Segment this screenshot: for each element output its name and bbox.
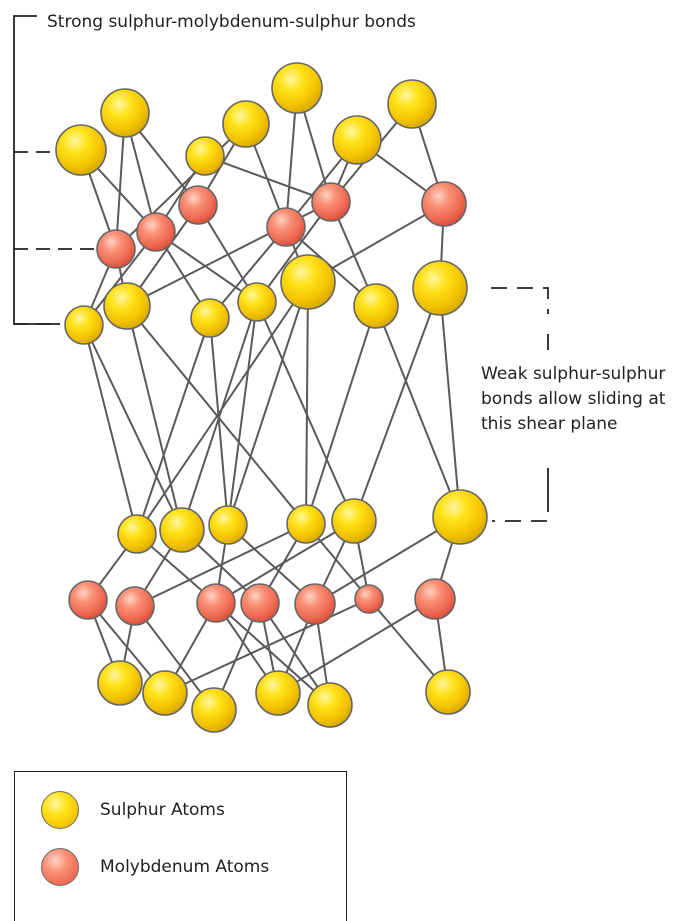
bond-line: [204, 155, 332, 203]
sulphur-swatch-icon: [41, 791, 79, 829]
bond-line: [134, 523, 307, 607]
molybdenum-atom: [421, 181, 467, 227]
molybdenum-atom: [196, 583, 236, 623]
sulphur-atom: [286, 504, 326, 544]
sulphur-atom: [103, 282, 151, 330]
sulphur-atom: [117, 514, 157, 554]
molybdenum-swatch-icon: [41, 848, 79, 886]
legend-label-sulphur: Sulphur Atoms: [100, 800, 225, 820]
bond-line: [227, 301, 258, 526]
sulphur-atom: [100, 88, 150, 138]
sulphur-atom: [191, 687, 237, 733]
bond-line: [353, 287, 441, 522]
atoms: [55, 62, 488, 733]
weak-bonds-line-2: bonds allow sliding at: [481, 389, 666, 409]
bond-line: [83, 324, 183, 531]
sulphur-atom: [222, 100, 270, 148]
weak-bonds-line-1: Weak sulphur-sulphur: [481, 364, 666, 384]
sulphur-atom: [97, 660, 143, 706]
strong-bonds-bracket: [13, 15, 96, 325]
bond-line: [181, 301, 258, 531]
bond-line: [227, 281, 309, 526]
bond-line: [126, 305, 307, 525]
molybdenum-atom: [115, 586, 155, 626]
bond-line: [305, 305, 377, 525]
molybdenum-atom: [414, 578, 456, 620]
molybdenum-atom: [266, 207, 306, 247]
legend-item-molybdenum: Molybdenum Atoms: [41, 848, 269, 886]
molybdenum-atom: [136, 212, 176, 252]
molybdenum-atom: [354, 584, 384, 614]
sulphur-atom: [208, 505, 248, 545]
sulphur-atom: [387, 79, 437, 129]
bond-line: [164, 598, 370, 694]
bond-line: [215, 602, 331, 706]
sulphur-atom: [331, 498, 377, 544]
molybdenum-atom: [294, 583, 336, 625]
sulphur-atom: [55, 124, 107, 176]
bond-line: [314, 516, 461, 605]
bond-line: [215, 520, 355, 604]
strong-bonds-label: Strong sulphur-molybdenum-sulphur bonds: [47, 12, 416, 32]
sulphur-atom: [280, 254, 336, 310]
bond-line: [277, 598, 436, 694]
molybdenum-atom: [311, 182, 351, 222]
legend-item-sulphur: Sulphur Atoms: [41, 791, 225, 829]
bond-line: [439, 287, 461, 518]
sulphur-atom: [64, 305, 104, 345]
sulphur-atom: [159, 507, 205, 553]
weak-bonds-line-3: this shear plane: [481, 414, 618, 434]
weak-bonds-label: Weak sulphur-sulphur bonds allow sliding…: [481, 362, 665, 437]
sulphur-atom: [432, 489, 488, 545]
sulphur-atom: [307, 682, 353, 728]
sulphur-atom: [237, 282, 277, 322]
legend-label-molybdenum: Molybdenum Atoms: [100, 857, 270, 877]
sulphur-atom: [412, 260, 468, 316]
molybdenum-atom: [68, 580, 108, 620]
molybdenum-atom: [178, 185, 218, 225]
molybdenum-atom: [240, 583, 280, 623]
sulphur-atom: [185, 136, 225, 176]
bond-line: [155, 231, 258, 303]
bond-line: [126, 305, 183, 531]
bond-line: [305, 281, 309, 525]
shear-plane-bracket: [491, 287, 549, 522]
bond-line: [209, 317, 229, 526]
legend: Sulphur Atoms Molybdenum Atoms: [14, 771, 347, 921]
sulphur-atom: [353, 283, 399, 329]
bond-line: [256, 301, 355, 522]
bond-line: [136, 317, 211, 535]
bond-line: [136, 281, 309, 535]
bond-line: [256, 201, 332, 303]
sulphur-atom: [271, 62, 323, 114]
bond-line: [375, 305, 461, 518]
sulphur-atom: [255, 670, 301, 716]
sulphur-atom: [142, 670, 188, 716]
sulphur-atom: [332, 115, 382, 165]
sulphur-atom: [190, 298, 230, 338]
sulphur-atom: [425, 669, 471, 715]
molybdenum-atom: [96, 229, 136, 269]
bond-line: [83, 324, 138, 535]
